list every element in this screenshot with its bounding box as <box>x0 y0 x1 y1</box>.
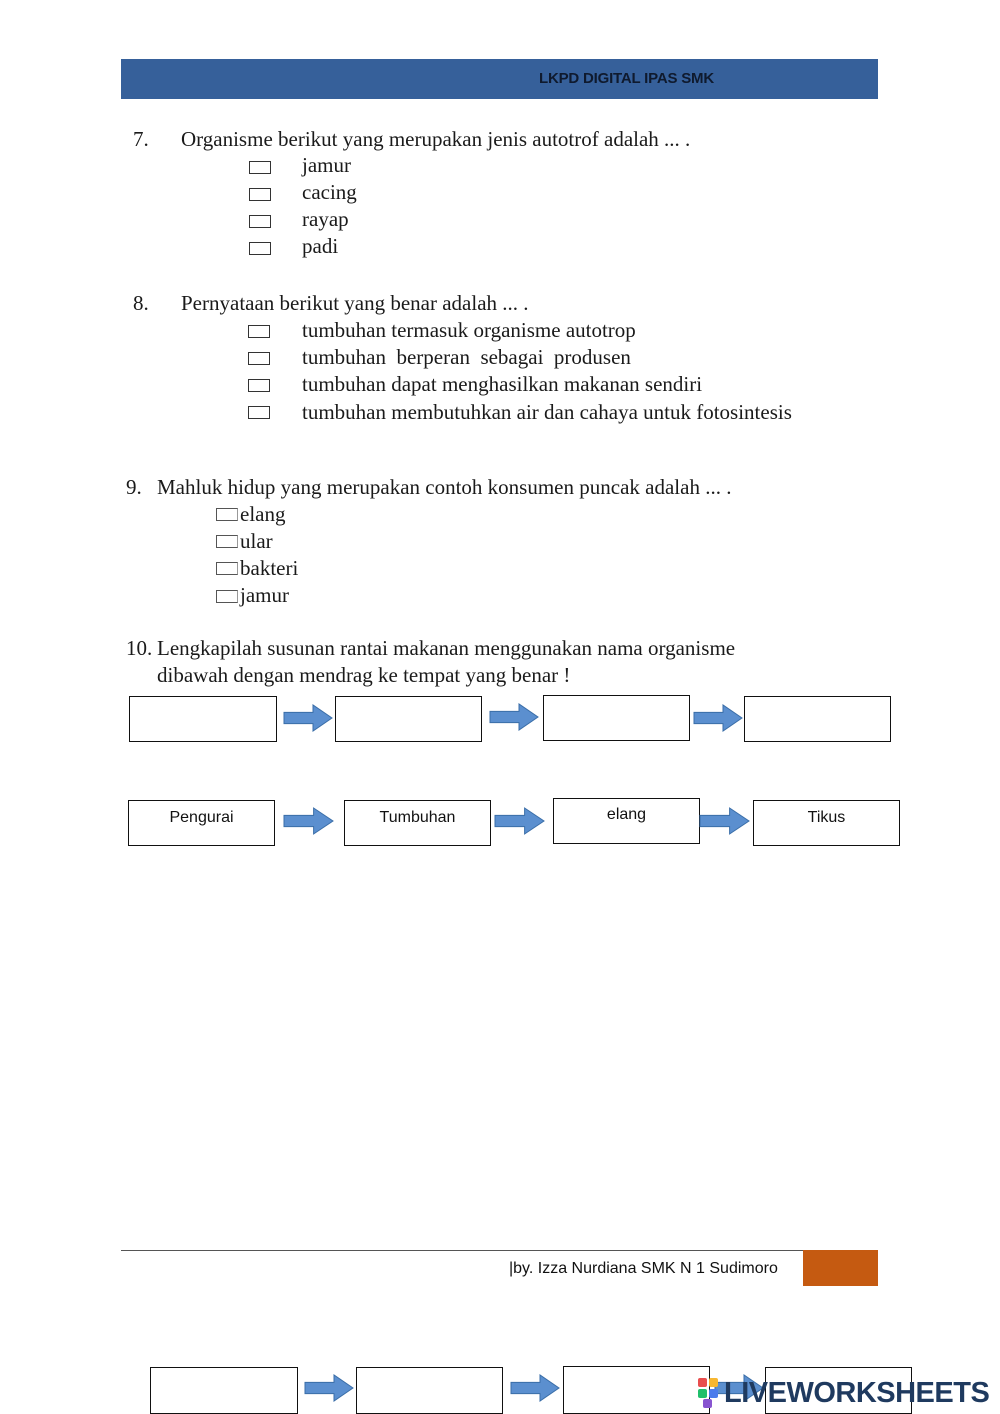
arrow-right-icon <box>714 1374 764 1402</box>
header-title: LKPD DIGITAL IPAS SMK <box>539 70 714 87</box>
q7-option-label: jamur <box>302 153 351 177</box>
q10-number: 10. <box>126 636 153 660</box>
q9-checkbox[interactable] <box>216 590 238 603</box>
liveworksheets-text: LIVEWORKSHEETS <box>724 1376 990 1409</box>
q8-number: 8. <box>133 291 149 315</box>
q9-option-label: elang <box>240 502 286 526</box>
arrow-right-icon <box>510 1374 560 1402</box>
q7-option-label: cacing <box>302 180 357 204</box>
drop-slot-2[interactable] <box>335 696 482 742</box>
liveworksheets-logo: LIVEWORKSHEETS <box>698 1376 990 1410</box>
drop-slot-bottom-4[interactable] <box>765 1367 912 1414</box>
arrow-right-icon <box>283 807 334 835</box>
arrow-right-icon <box>693 704 743 732</box>
drag-item-pengurai[interactable]: Pengurai <box>128 800 275 846</box>
q7-option-label: rayap <box>302 207 349 231</box>
q7-number: 7. <box>133 127 149 151</box>
drop-slot-bottom-1[interactable] <box>150 1367 298 1414</box>
arrow-right-icon <box>494 807 545 835</box>
q8-checkbox[interactable] <box>248 379 270 392</box>
q9-checkbox[interactable] <box>216 535 238 548</box>
drag-item-elang[interactable]: elang <box>553 798 700 844</box>
footer-accent-block <box>803 1250 878 1286</box>
arrow-right-icon <box>489 703 539 731</box>
footer-rule <box>121 1250 803 1251</box>
drop-slot-bottom-3[interactable] <box>563 1366 710 1414</box>
q9-text: Mahluk hidup yang merupakan contoh konsu… <box>157 475 732 499</box>
drop-slot-3[interactable] <box>543 695 690 741</box>
q8-text: Pernyataan berikut yang benar adalah ...… <box>181 291 529 315</box>
q10-text-line2: dibawah dengan mendrag ke tempat yang be… <box>157 663 571 687</box>
liveworksheets-icon <box>698 1378 720 1408</box>
q7-text: Organisme berikut yang merupakan jenis a… <box>181 127 691 151</box>
drag-item-tumbuhan[interactable]: Tumbuhan <box>344 800 491 846</box>
arrow-right-icon <box>283 704 333 732</box>
footer-credit: |by. Izza Nurdiana SMK N 1 Sudimoro <box>509 1260 778 1277</box>
q7-checkbox[interactable] <box>249 188 271 201</box>
q8-option-label: tumbuhan termasuk organisme autotrop <box>302 318 636 342</box>
q7-option-label: padi <box>302 234 339 258</box>
q9-checkbox[interactable] <box>216 508 238 521</box>
drag-item-tikus[interactable]: Tikus <box>753 800 900 846</box>
arrow-right-icon <box>304 1374 354 1402</box>
q9-option-label: ular <box>240 529 273 553</box>
q8-option-label: tumbuhan berperan sebagai produsen <box>302 345 631 369</box>
q8-checkbox[interactable] <box>248 325 270 338</box>
header-bar: LKPD DIGITAL IPAS SMK <box>121 59 878 99</box>
drop-slot-1[interactable] <box>129 696 277 742</box>
arrow-right-icon <box>699 807 750 835</box>
q9-number: 9. <box>126 475 142 499</box>
q8-checkbox[interactable] <box>248 352 270 365</box>
q7-checkbox[interactable] <box>249 161 271 174</box>
q7-checkbox[interactable] <box>249 215 271 228</box>
drop-slot-bottom-2[interactable] <box>356 1367 503 1414</box>
q9-checkbox[interactable] <box>216 562 238 575</box>
q7-checkbox[interactable] <box>249 242 271 255</box>
q8-checkbox[interactable] <box>248 406 270 419</box>
q8-option-label: tumbuhan dapat menghasilkan makanan send… <box>302 372 703 396</box>
q9-option-label: bakteri <box>240 556 299 580</box>
q10-text-line1: Lengkapilah susunan rantai makanan mengg… <box>157 636 736 660</box>
q8-option-label: tumbuhan membutuhkan air dan cahaya untu… <box>302 400 792 424</box>
drop-slot-4[interactable] <box>744 696 891 742</box>
q9-option-label: jamur <box>240 583 289 607</box>
